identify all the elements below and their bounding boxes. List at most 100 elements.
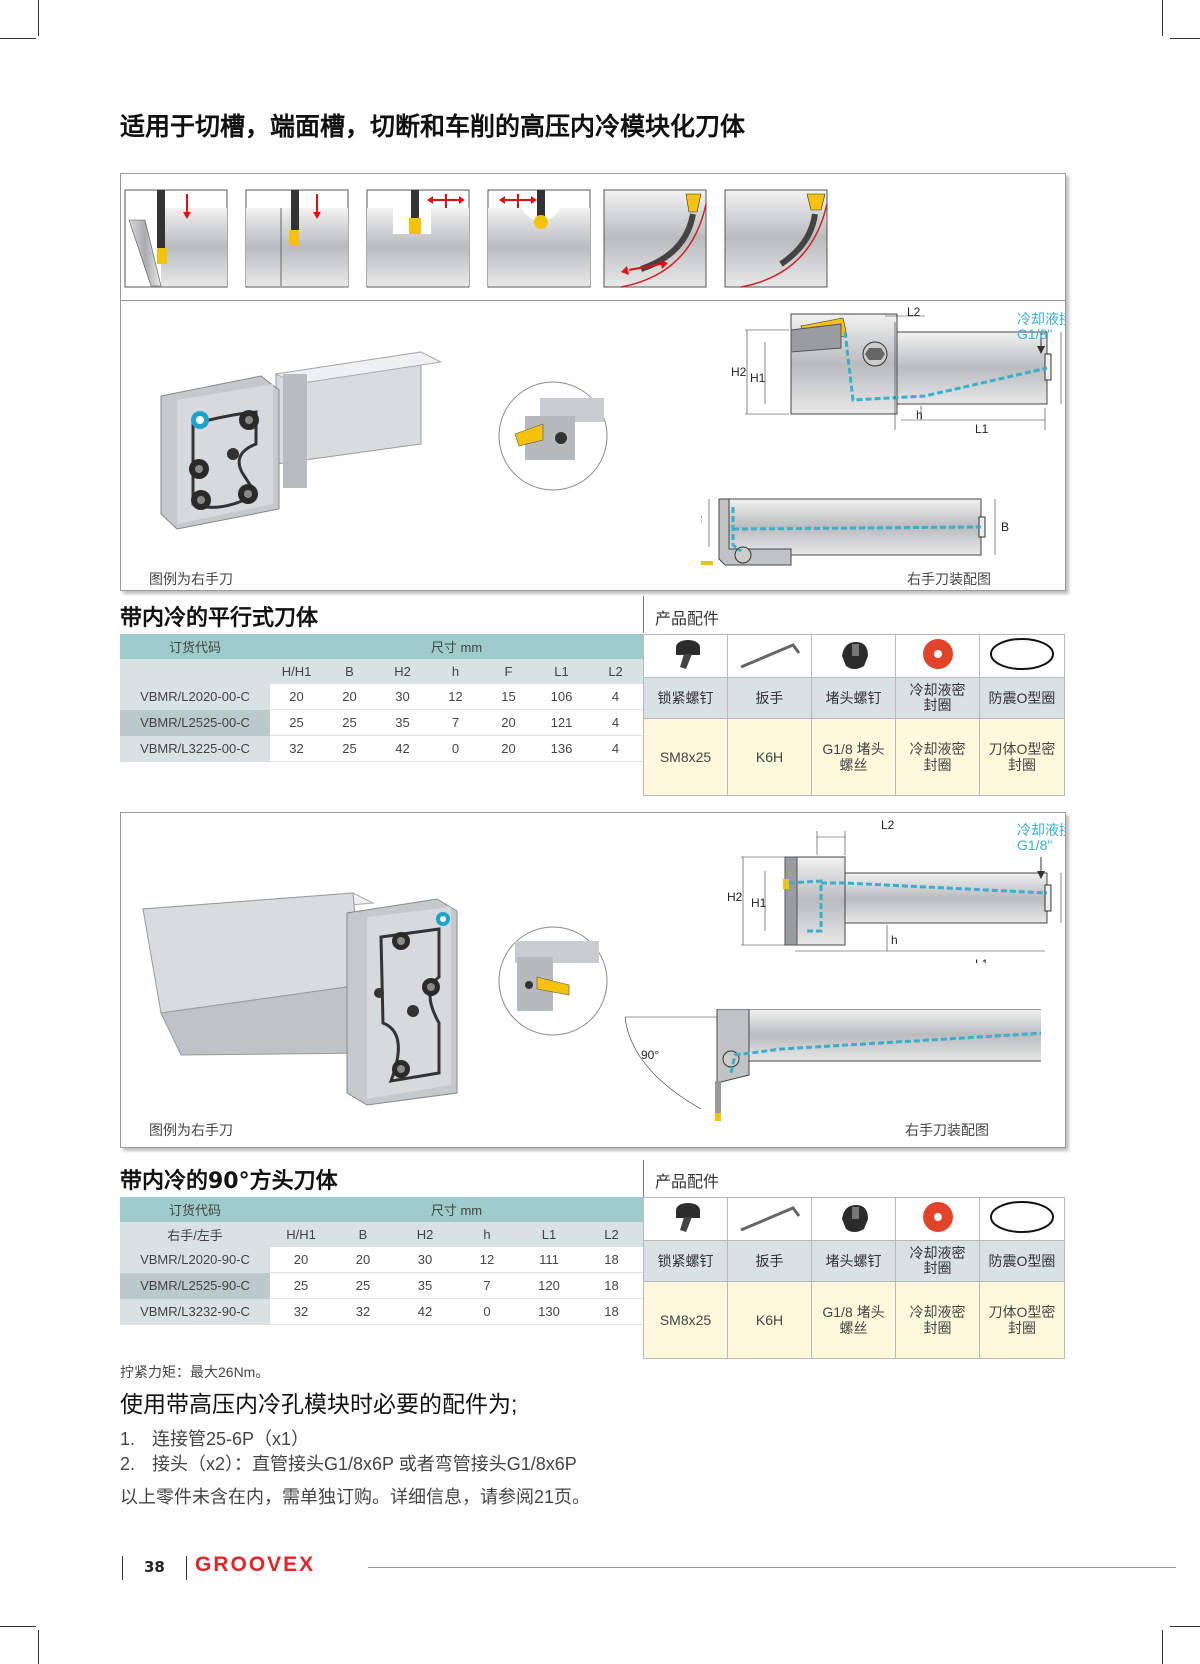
note-item-text: 连接管25-6P（x1） <box>152 1429 310 1449</box>
accessory-value: G1/8 堵头螺丝 <box>811 1281 896 1359</box>
accessory-name: 锁紧螺钉 <box>643 1240 728 1282</box>
order-code: VBMR/L2020-90-C <box>120 1247 270 1273</box>
table-row: VBMR/L2020-90-C 20 20 30 12 111 18 <box>120 1247 643 1273</box>
coolant-port-label: 冷却液接口 <box>1017 822 1065 838</box>
spec-table-90deg: 订货代码 尺寸 mm 右手/左手 H/H1 B H2 h L1 L2 VBMR/… <box>120 1197 643 1325</box>
cell: 130 <box>518 1298 580 1325</box>
column-header: H2 <box>394 1222 456 1247</box>
blank-header <box>120 659 270 684</box>
accessory-name: 冷却液密封圈 <box>895 677 980 719</box>
column-header: H/H1 <box>270 1222 332 1247</box>
wrench-icon <box>727 634 812 678</box>
plug-screw-icon <box>811 1197 896 1241</box>
note-item-text: 接头（x2）：直管接头G1/8x6P 或者弯管接头G1/8x6P <box>152 1454 577 1474</box>
accessory-name: 锁紧螺钉 <box>643 677 728 719</box>
o-ring-icon <box>979 1197 1065 1241</box>
footer-bar-mid <box>186 1556 187 1580</box>
screw-icon <box>643 1197 728 1241</box>
seal-ring-icon <box>895 634 980 678</box>
order-code-header: 订货代码 <box>120 1197 270 1222</box>
dimensions-header: 尺寸 mm <box>270 634 644 659</box>
accessory-value: SM8x25 <box>643 718 728 796</box>
note-item: 1. 连接管25-6P（x1） <box>120 1425 309 1451</box>
dim-h-small-label: h <box>891 933 898 947</box>
column-header: L1 <box>518 1222 580 1247</box>
table-row: VBMR/L2525-00-C 25 25 35 7 20 121 4 <box>120 709 644 736</box>
section-title-90deg: 带内冷的90°方头刀体 <box>120 1169 338 1194</box>
accessory-name: 扳手 <box>727 677 812 719</box>
accessories-title: 产品配件 <box>655 609 720 628</box>
dim-l2-label: L2 <box>907 305 921 319</box>
accessory-value: G1/8 堵头螺丝 <box>811 718 896 796</box>
column-header: H2 <box>376 659 429 684</box>
column-header: h <box>429 659 482 684</box>
accessory-name: 冷却液密封圈 <box>895 1240 980 1282</box>
dim-l1-label: L1 <box>975 957 989 963</box>
op-grooving-icon <box>245 189 349 288</box>
crop-mark <box>1170 38 1200 39</box>
technical-drawing-top-view: 90° B <box>624 1009 1041 1121</box>
brand-logo: GROOVEX <box>195 1553 316 1576</box>
caption-illustration: 图例为右手刀 <box>149 1123 233 1139</box>
cell: 0 <box>429 735 482 762</box>
technical-drawing-side-view: H2 H1 L2 H h L1 冷却液接口 G1/8" <box>731 305 1065 436</box>
table-row: VBMR/L2525-90-C 25 25 35 7 120 18 <box>120 1272 643 1299</box>
accessory-name: 防震O型圈 <box>979 1240 1065 1282</box>
cell: 25 <box>332 1272 394 1299</box>
insert-detail-circle <box>498 381 608 491</box>
product-panel-parallel: H2 H1 L2 H h L1 冷却液接口 G1/8" F B 图例为右手刀 右… <box>120 173 1066 591</box>
order-note: 以上零件未含在内，需单独订购。详细信息，请参阅21页。 <box>120 1487 591 1507</box>
column-header: L1 <box>535 659 588 684</box>
panel-divider <box>121 300 1065 301</box>
cell: 25 <box>323 735 376 762</box>
crop-mark <box>38 0 39 36</box>
tool-holder-3d-illustration <box>141 892 458 1106</box>
order-code: VBMR/L3225-00-C <box>120 735 270 762</box>
cell: 4 <box>588 709 644 736</box>
order-code: VBMR/L2525-90-C <box>120 1272 270 1299</box>
cell: 18 <box>580 1298 643 1325</box>
accessory-name: 防震O型圈 <box>979 677 1065 719</box>
cell: 12 <box>456 1247 518 1273</box>
cell: 4 <box>588 684 644 710</box>
cell: 0 <box>456 1298 518 1325</box>
cell: 15 <box>482 684 535 710</box>
cell: 7 <box>456 1272 518 1299</box>
accessory-value: K6H <box>727 718 812 796</box>
section-title-parallel: 带内冷的平行式刀体 <box>120 606 319 631</box>
cell: 32 <box>332 1298 394 1325</box>
accessory-value: SM8x25 <box>643 1281 728 1359</box>
table-row: VBMR/L3232-90-C 32 32 42 0 130 18 <box>120 1298 643 1325</box>
accessory-value: 刀体O型密封圈 <box>979 718 1065 796</box>
note-item-number: 1. <box>120 1429 136 1449</box>
accessories-title: 产品配件 <box>655 1172 720 1191</box>
o-ring-icon <box>979 634 1065 678</box>
cell: 42 <box>394 1298 456 1325</box>
cell: 18 <box>580 1247 643 1273</box>
table-row: VBMR/L2020-00-C 20 20 30 12 15 106 4 <box>120 684 644 710</box>
crop-mark <box>1162 1630 1163 1664</box>
dim-f-label: F <box>701 514 702 528</box>
coolant-port-label: 冷却液接口 <box>1017 311 1065 327</box>
accessory-name: 堵头螺钉 <box>811 1240 896 1282</box>
spec-table-parallel: 订货代码 尺寸 mm H/H1 B H2 h F L1 L2 VBMR/L202… <box>120 634 644 762</box>
crop-mark <box>1170 1626 1200 1627</box>
cell: 30 <box>376 684 429 710</box>
coolant-thread-label: G1/8" <box>1017 326 1052 342</box>
page-number: 38 <box>144 1558 165 1576</box>
cell: 136 <box>535 735 588 762</box>
dim-h1-label: H1 <box>750 371 766 385</box>
crop-mark <box>38 1630 39 1664</box>
coolant-thread-label: G1/8" <box>1017 837 1052 853</box>
cell: 20 <box>323 684 376 710</box>
cell: 20 <box>482 709 535 736</box>
cell: 32 <box>270 735 323 762</box>
cell: 35 <box>394 1272 456 1299</box>
accessory-value: K6H <box>727 1281 812 1359</box>
cell: 18 <box>580 1272 643 1299</box>
section-divider <box>643 596 644 633</box>
op-profiling-icon <box>487 189 591 288</box>
footer-rule <box>368 1567 1176 1568</box>
caption-assembly: 右手刀装配图 <box>907 572 991 588</box>
column-header: h <box>456 1222 518 1247</box>
